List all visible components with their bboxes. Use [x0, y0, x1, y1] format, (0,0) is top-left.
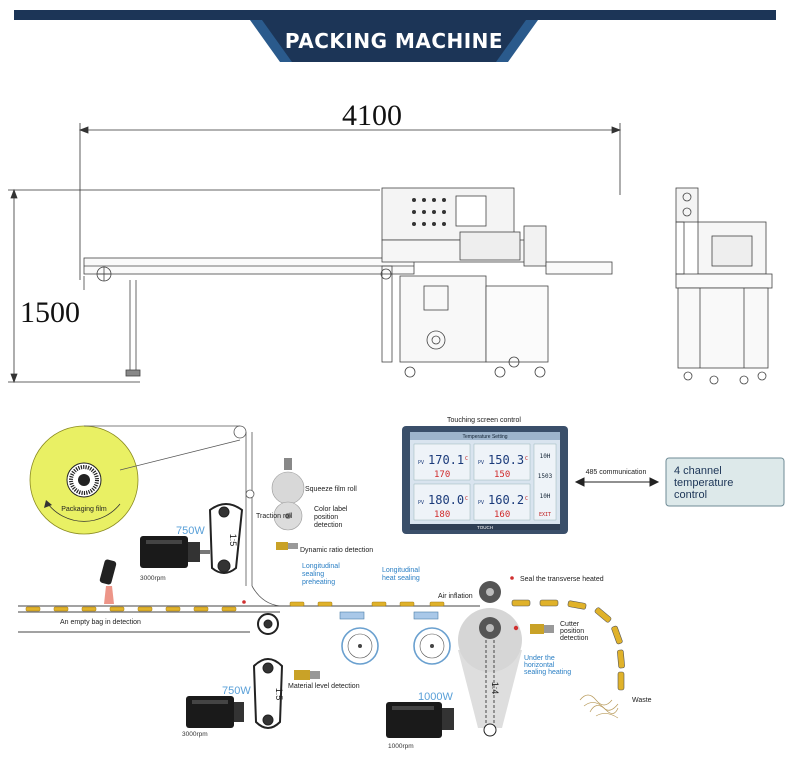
ch3-sv-value: 180: [434, 510, 450, 520]
upper-belt-drive: [208, 503, 244, 574]
seal-ratio-label: 1:4: [490, 682, 500, 695]
touch-screen-title: Touching screen control: [447, 417, 521, 424]
ch1-pv-value: 170.1: [428, 453, 464, 467]
ch3-unit: C: [465, 496, 468, 502]
ch4-sv-value: 160: [494, 510, 510, 520]
motor-1-rpm: 3000rpm: [140, 575, 166, 582]
machine-side-view: [675, 187, 773, 385]
motor-1: [140, 536, 210, 568]
ch2-sv-value: 150: [494, 470, 510, 480]
communication-label: 485 communication: [586, 469, 647, 476]
squeeze-film-roll: [271, 458, 305, 505]
packaging-film-roll: Packaging film: [29, 425, 139, 535]
ch4-unit: C: [525, 496, 528, 502]
temperature-control-label: 4 channel temperature control: [674, 465, 736, 501]
ch1-sv-value: 170: [434, 470, 450, 480]
motor-2-watt: 750W: [222, 685, 251, 697]
cutter-label: Cutter position detection: [560, 621, 589, 642]
seal-transverse-label: Seal the transverse heated: [520, 576, 604, 583]
touch-screen: Temperature Setting TOUCH: [402, 426, 568, 534]
dynamic-ratio-label: Dynamic ratio detection: [300, 547, 373, 554]
ch2-pv-value: 150.3: [488, 453, 524, 467]
side-value-3: 10H: [540, 493, 551, 500]
side-value-1: 10H: [540, 453, 551, 460]
packaging-film-label: Packaging film: [61, 506, 107, 513]
ch3-pv-value: 180.0: [428, 493, 464, 507]
long-preheat-label: Longitudinal sealing preheating: [302, 563, 342, 586]
dynamic-ratio-sensor: [276, 542, 298, 550]
machine-front-view: [83, 187, 613, 378]
cutter-sensor: [530, 624, 554, 634]
side-value-4: EXIT: [539, 512, 551, 518]
transverse-seal-unit: [458, 576, 522, 737]
ch4-pv-value: 160.2: [488, 493, 524, 507]
motor-2: [186, 696, 244, 728]
header-banner: PACKING MACHINE: [14, 10, 776, 62]
under-horizontal-label: Under the horizontal sealing heating: [524, 655, 571, 676]
waste-label: Waste: [632, 697, 652, 704]
side-value-2: 1503: [538, 473, 553, 480]
upper-ratio-label: 1:5: [228, 534, 238, 547]
ch2-pv-label: PV: [478, 460, 484, 466]
screen-header: Temperature Setting: [462, 434, 507, 440]
lower-belt-drive: [252, 613, 284, 729]
empty-bag-sensor: [99, 559, 117, 604]
ch2-unit: C: [525, 456, 528, 462]
squeeze-film-roll-label: Squeeze film roll: [305, 486, 357, 493]
motor-3: [386, 702, 454, 738]
ch1-unit: C: [465, 456, 468, 462]
color-label-detection-label: Color label position detection: [314, 506, 349, 529]
ch3-pv-label: PV: [418, 500, 424, 506]
traction-roll-label: Traction roll: [256, 513, 293, 520]
temperature-control-box: [665, 457, 785, 507]
motor-1-watt: 750W: [176, 525, 205, 537]
air-inflation-label: Air inflation: [438, 593, 473, 600]
film-path: [84, 425, 281, 607]
material-level-sensor: [294, 670, 320, 680]
bag-marker: [242, 600, 246, 604]
lower-ratio-label: 1:5: [274, 688, 284, 701]
product-bags: [25, 601, 445, 612]
ch4-pv-label: PV: [478, 500, 484, 506]
screen-brand: TOUCH: [477, 525, 493, 530]
material-level-label: Material level detection: [288, 683, 360, 690]
output-bag-chain: [511, 599, 625, 691]
traction-roll: [273, 501, 303, 531]
motor-3-watt: 1000W: [418, 691, 453, 703]
page-title: PACKING MACHINE: [285, 29, 503, 53]
communication-arrow: [574, 477, 660, 487]
waste-pile: [579, 694, 619, 719]
ch1-pv-label: PV: [418, 460, 424, 466]
long-heat-label: Longitudinal heat sealing: [382, 567, 422, 582]
motor-2-rpm: 3000rpm: [182, 731, 208, 738]
empty-bag-label: An empty bag in detection: [60, 619, 141, 626]
dimension-lines: [8, 123, 622, 384]
longitudinal-sealing-stations: [339, 611, 451, 665]
length-dimension: 4100: [342, 99, 402, 132]
height-dimension: 1500: [20, 296, 80, 329]
motor-3-rpm: 1000rpm: [388, 743, 414, 750]
